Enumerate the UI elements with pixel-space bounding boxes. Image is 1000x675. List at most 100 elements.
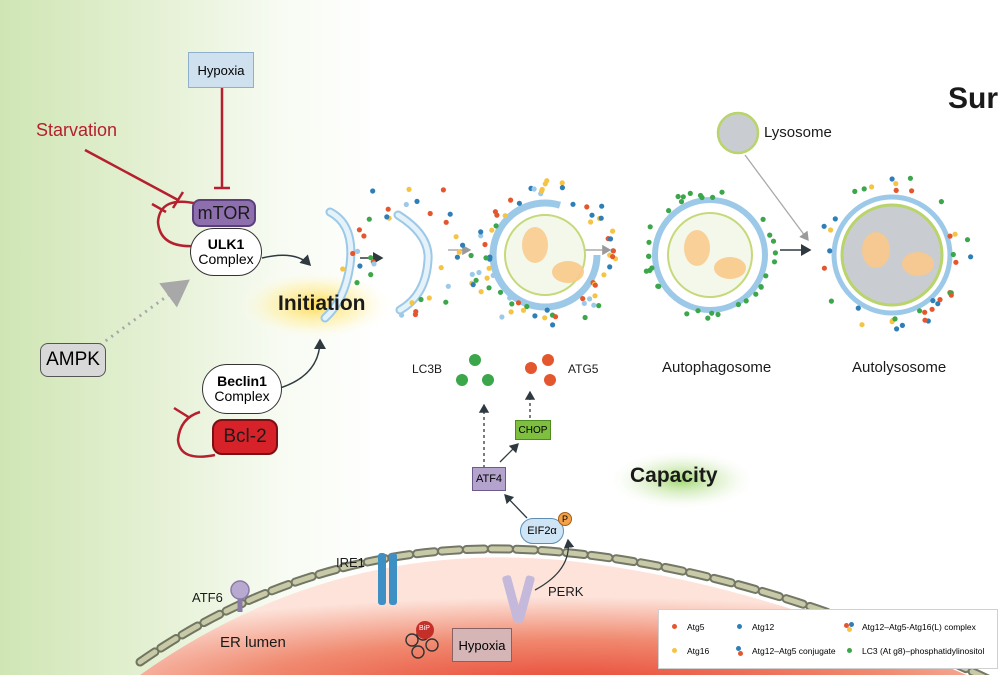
initiation-label: Initiation bbox=[278, 292, 366, 315]
protein-particle bbox=[582, 314, 588, 321]
protein-particle bbox=[581, 300, 587, 306]
protein-particle bbox=[531, 186, 537, 192]
protein-particle bbox=[929, 306, 935, 312]
protein-particle bbox=[354, 248, 361, 254]
protein-particle bbox=[935, 301, 941, 307]
protein-particle bbox=[909, 188, 915, 194]
protein-particle bbox=[507, 295, 513, 301]
protein-particle bbox=[767, 232, 773, 238]
protein-particle bbox=[907, 175, 914, 181]
protein-particle bbox=[922, 309, 928, 315]
capacity-label: Capacity bbox=[630, 464, 718, 487]
protein-particle bbox=[490, 272, 496, 278]
protein-particle bbox=[409, 300, 415, 306]
protein-particle bbox=[478, 289, 484, 295]
protein-particle bbox=[821, 223, 827, 229]
protein-particle bbox=[412, 311, 418, 318]
protein-particle bbox=[760, 216, 766, 222]
protein-particle bbox=[499, 314, 505, 320]
protein-particle bbox=[524, 303, 530, 310]
protein-particle bbox=[828, 227, 834, 233]
protein-particle bbox=[544, 178, 550, 184]
protein-particle bbox=[771, 259, 778, 265]
initiation-glow bbox=[235, 270, 395, 340]
starvation-label: Starvation bbox=[36, 120, 118, 140]
legend-label: Atg16 bbox=[687, 646, 710, 656]
protein-particle bbox=[893, 181, 899, 187]
bcl2-box: Bcl-2 bbox=[212, 419, 278, 455]
protein-particle bbox=[542, 315, 548, 321]
mtor-box: mTOR bbox=[192, 199, 256, 227]
beclin1-title: Beclin1 bbox=[217, 373, 267, 390]
protein-particle bbox=[508, 197, 514, 203]
legend-item: Atg12–Atg5-Atg16(L) complex bbox=[844, 622, 976, 632]
protein-particle bbox=[478, 233, 484, 239]
protein-particle bbox=[453, 234, 459, 240]
protein-particle bbox=[587, 296, 593, 302]
protein-particle bbox=[552, 314, 559, 320]
ire1-label: IRE1 bbox=[336, 555, 365, 570]
protein-particle bbox=[610, 228, 616, 234]
protein-particle bbox=[715, 311, 721, 318]
protein-particle bbox=[828, 298, 835, 304]
protein-particle bbox=[930, 298, 936, 304]
atf4-box: ATF4 bbox=[472, 467, 506, 491]
legend-label: Atg12 bbox=[752, 622, 775, 632]
protein-particle bbox=[371, 261, 377, 267]
autolysosome bbox=[831, 194, 953, 316]
protein-particle bbox=[894, 326, 900, 332]
protein-particle bbox=[470, 282, 476, 288]
protein-particle bbox=[460, 242, 466, 248]
protein-particle bbox=[899, 322, 906, 328]
autolysosome-label: Autolysosome bbox=[852, 359, 947, 376]
legend-label: Atg5 bbox=[687, 622, 705, 632]
protein-particle bbox=[427, 210, 433, 217]
protein-particle bbox=[403, 201, 409, 208]
protein-particle bbox=[719, 189, 725, 195]
protein-particle bbox=[414, 198, 420, 204]
protein-particle bbox=[684, 311, 690, 317]
autophagosome bbox=[652, 197, 768, 313]
er-lumen-label: ER lumen bbox=[220, 634, 286, 651]
legend-swatch bbox=[844, 622, 856, 632]
protein-particle bbox=[892, 316, 898, 322]
forming-autophagosome bbox=[489, 199, 601, 311]
phospho-badge: P bbox=[558, 512, 572, 526]
protein-particle bbox=[601, 272, 607, 278]
protein-particle bbox=[950, 251, 956, 258]
legend-swatch bbox=[734, 622, 746, 632]
hypoxia-signal-box: Hypoxia bbox=[188, 52, 254, 88]
protein-particle bbox=[709, 310, 715, 316]
protein-particle bbox=[384, 214, 390, 220]
protein-particle bbox=[735, 301, 742, 308]
legend-swatch bbox=[844, 646, 856, 656]
protein-particle bbox=[770, 238, 777, 244]
protein-particle bbox=[440, 187, 446, 193]
protein-particle bbox=[678, 199, 685, 205]
protein-particle bbox=[550, 322, 556, 328]
protein-particle bbox=[697, 192, 704, 199]
protein-particle bbox=[370, 188, 376, 194]
protein-particle bbox=[772, 250, 779, 256]
protein-particle bbox=[855, 305, 861, 311]
protein-particle bbox=[443, 219, 449, 225]
protein-particle bbox=[584, 204, 590, 210]
protein-particle bbox=[948, 292, 954, 298]
protein-particle bbox=[610, 254, 616, 260]
eif2a-box: EIF2α bbox=[520, 518, 564, 544]
protein-particle bbox=[675, 193, 681, 200]
protein-particle bbox=[445, 283, 451, 289]
protein-particle bbox=[643, 268, 650, 274]
ulk1-subtitle: Complex bbox=[198, 251, 254, 267]
protein-particle bbox=[743, 298, 749, 304]
atg5-label: ATG5 bbox=[568, 362, 599, 376]
protein-particle bbox=[443, 299, 449, 305]
bip-label: BiP bbox=[419, 625, 430, 632]
protein-particle bbox=[539, 186, 545, 193]
protein-particle bbox=[952, 231, 958, 237]
protein-particle bbox=[484, 275, 490, 281]
protein-particle bbox=[827, 248, 833, 254]
protein-particle bbox=[599, 203, 605, 209]
protein-particle bbox=[468, 252, 474, 259]
